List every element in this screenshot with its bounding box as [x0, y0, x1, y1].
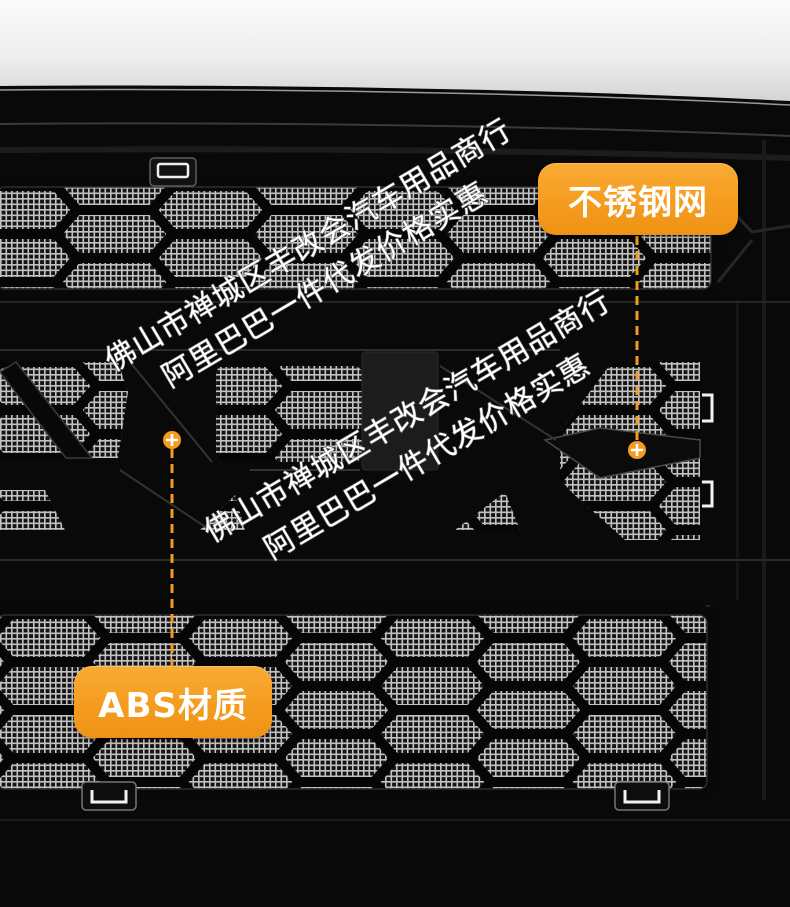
- grille-inner-edge: [0, 122, 790, 137]
- steel-mesh-leader: [628, 236, 646, 459]
- mounting-tab-top: [149, 157, 197, 187]
- abs-material-label: ABS材质: [98, 685, 248, 726]
- stainless-mesh-label: 不锈钢网: [568, 182, 708, 223]
- plus-marker-icon: [628, 441, 646, 459]
- right-side-rib: [762, 140, 766, 800]
- center-plate: [361, 351, 439, 471]
- mounting-clip-bottom-left: [81, 781, 137, 811]
- middle-struts: [0, 351, 701, 531]
- side-clip-lower: [702, 480, 714, 508]
- right-side-rib: [736, 300, 739, 600]
- abs-material-leader: [163, 431, 181, 665]
- grille-rim-highlight: [0, 88, 790, 106]
- abs-material-callout: ABS材质: [74, 666, 272, 738]
- grille-inner-shadow: [0, 146, 790, 161]
- mounting-clip-bottom-right: [614, 781, 670, 811]
- stainless-mesh-callout: 不锈钢网: [538, 163, 738, 235]
- upper-crossbar: [0, 301, 790, 351]
- plus-marker-icon: [163, 431, 181, 449]
- side-clip-upper: [702, 393, 714, 423]
